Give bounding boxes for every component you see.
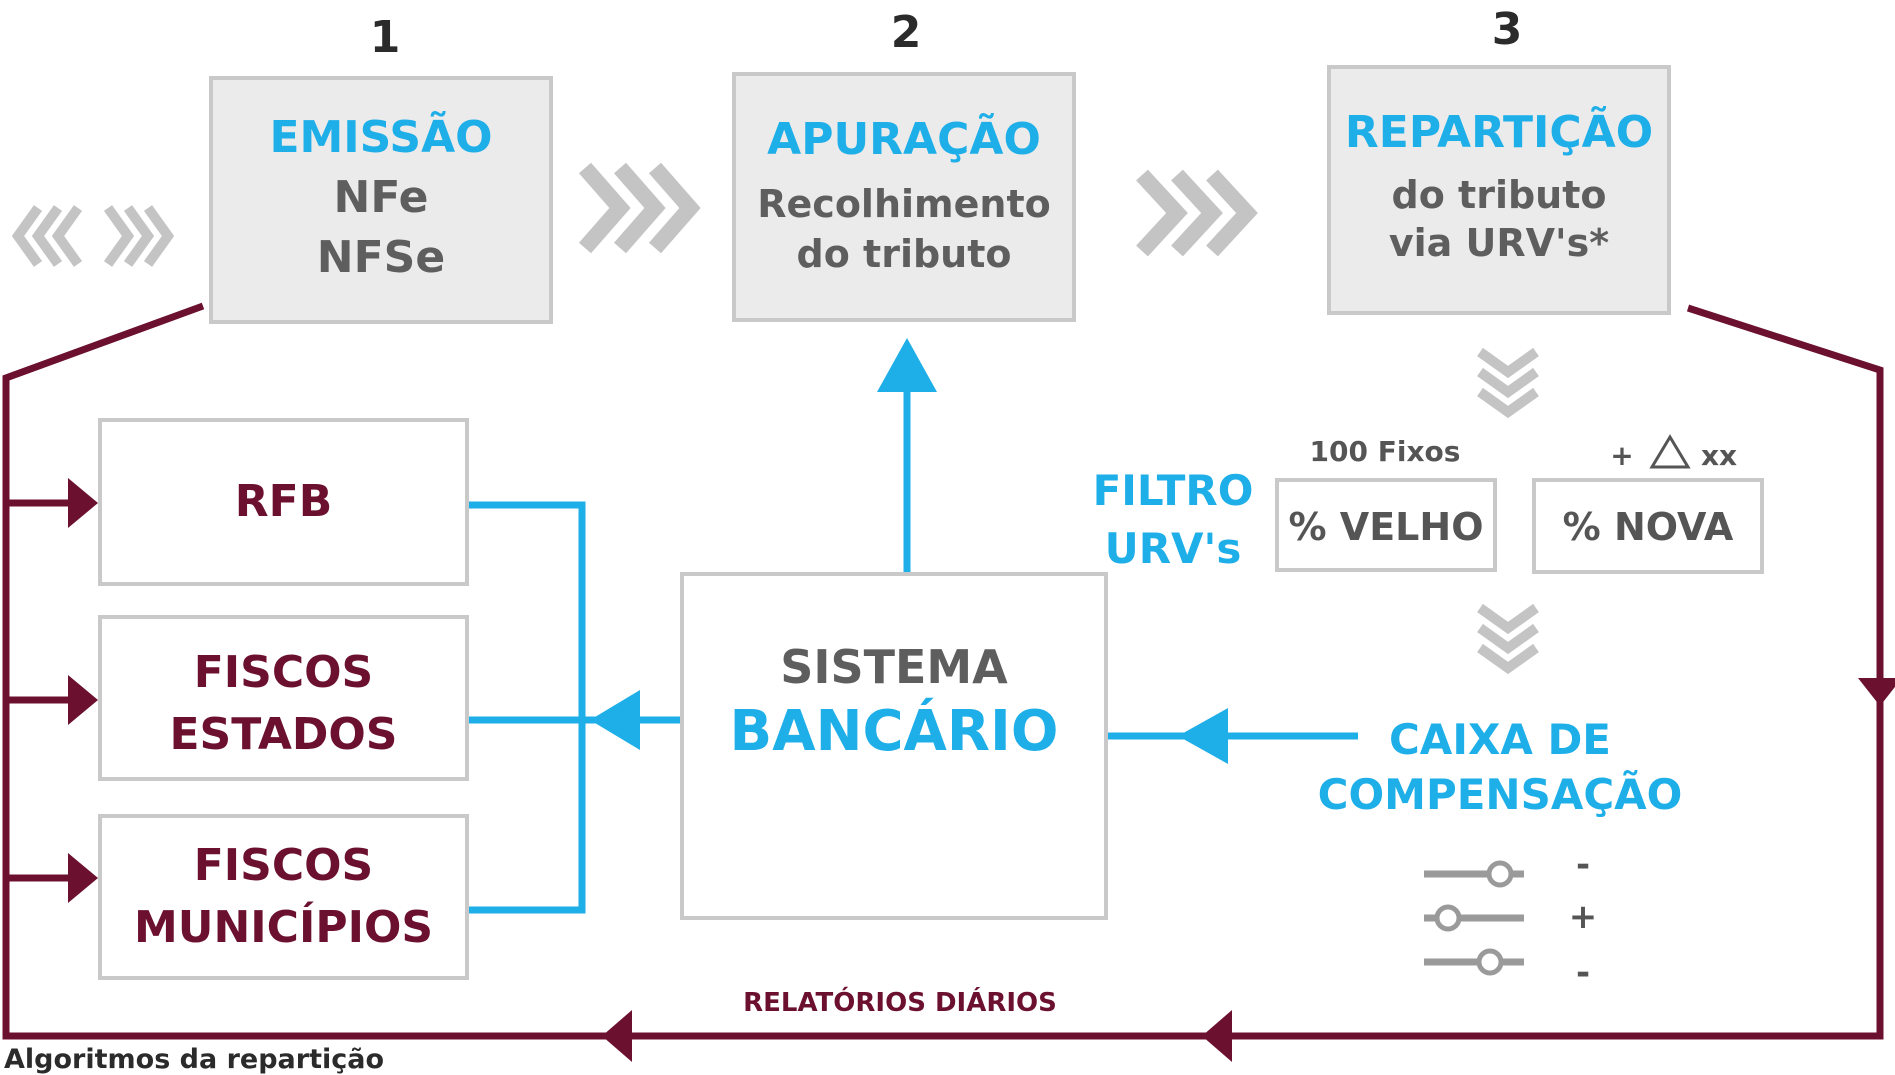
- footnote: Algoritmos da repartição: [4, 1044, 385, 1075]
- fiscos-estados-line2: ESTADOS: [169, 709, 398, 760]
- apuracao-box: APURAÇÃO Recolhimento do tributo: [732, 72, 1076, 322]
- sliders-icon: [1424, 860, 1524, 976]
- arrow-down-icon: [1858, 678, 1895, 706]
- old-rate-label: % VELHO: [1288, 505, 1484, 549]
- emissao-nfse: NFSe: [316, 232, 446, 283]
- caixa-label-line2: COMPENSAÇÃO: [1317, 770, 1683, 820]
- rfb-label: RFB: [234, 476, 333, 527]
- adjust-sign-3: -: [1575, 953, 1591, 993]
- sistema-label: SISTEMA: [780, 640, 1008, 694]
- adjust-sign-2: +: [1568, 897, 1598, 937]
- bidirectional-chevron-icon: [11, 205, 175, 267]
- reparticao-line2: via URV's*: [1388, 221, 1610, 265]
- step-number-3: 3: [1491, 4, 1523, 55]
- fiscos-municipios-box: FISCOS MUNICÍPIOS: [98, 814, 469, 980]
- apuracao-line2: do tributo: [796, 232, 1012, 276]
- arrow-left-icon: [590, 690, 640, 750]
- filtro-urv-label: FILTRO URV's: [1078, 462, 1268, 578]
- reparticao-box: REPARTIÇÃO do tributo via URV's*: [1327, 65, 1671, 315]
- filtro-label-line1: FILTRO: [1092, 466, 1254, 515]
- new-rate-box: % NOVA: [1532, 478, 1764, 574]
- apuracao-title: APURAÇÃO: [767, 114, 1041, 165]
- new-rate-label: % NOVA: [1562, 505, 1734, 549]
- forward-chevron-icon: [1136, 169, 1258, 257]
- arrow-right-icon: [68, 675, 98, 725]
- step-number-2: 2: [890, 7, 922, 58]
- caixa-compensacao-label: CAIXA DE COMPENSAÇÃO: [1300, 712, 1700, 823]
- new-rate-caption: xx: [1700, 439, 1738, 472]
- arrow-left-icon: [1178, 708, 1228, 764]
- arrow-right-icon: [68, 478, 98, 528]
- old-rate-caption: 100 Fixos: [1309, 435, 1461, 468]
- fiscos-estados-box: FISCOS ESTADOS: [98, 615, 469, 781]
- report-loop-line: [2, 302, 1884, 1040]
- step-number-1: 1: [369, 12, 401, 63]
- relatorios-diarios-label: RELATÓRIOS DIÁRIOS: [743, 988, 1057, 1018]
- fiscos-municipios-line2: MUNICÍPIOS: [133, 902, 434, 953]
- arrow-left-icon: [1202, 1010, 1232, 1062]
- caixa-label-line1: CAIXA DE: [1388, 715, 1612, 764]
- forward-chevron-icon: [578, 162, 701, 254]
- down-chevron-icon: [1477, 347, 1539, 419]
- delta-triangle-icon: [1649, 434, 1691, 469]
- reparticao-line1: do tributo: [1391, 173, 1607, 217]
- arrow-right-icon: [68, 853, 98, 903]
- emissao-nfe: NFe: [333, 172, 429, 223]
- bancario-label: BANCÁRIO: [729, 699, 1059, 764]
- fiscos-estados-line1: FISCOS: [193, 647, 374, 698]
- arrow-up-icon: [877, 338, 937, 392]
- sistema-bancario-box: SISTEMA BANCÁRIO: [680, 572, 1108, 920]
- down-chevron-icon: [1477, 603, 1539, 675]
- emissao-box: EMISSÃO NFe NFSe: [209, 76, 553, 324]
- emissao-title: EMISSÃO: [269, 112, 493, 163]
- new-rate-plus: +: [1610, 439, 1634, 472]
- adjust-sign-1: -: [1575, 845, 1591, 885]
- old-rate-box: % VELHO: [1275, 478, 1497, 572]
- filtro-label-line2: URV's: [1104, 523, 1242, 573]
- rfb-box: RFB: [98, 418, 469, 586]
- apuracao-line1: Recolhimento: [757, 182, 1051, 226]
- fiscos-municipios-line1: FISCOS: [193, 840, 374, 891]
- reparticao-title: REPARTIÇÃO: [1344, 107, 1654, 158]
- arrow-left-icon: [602, 1010, 632, 1062]
